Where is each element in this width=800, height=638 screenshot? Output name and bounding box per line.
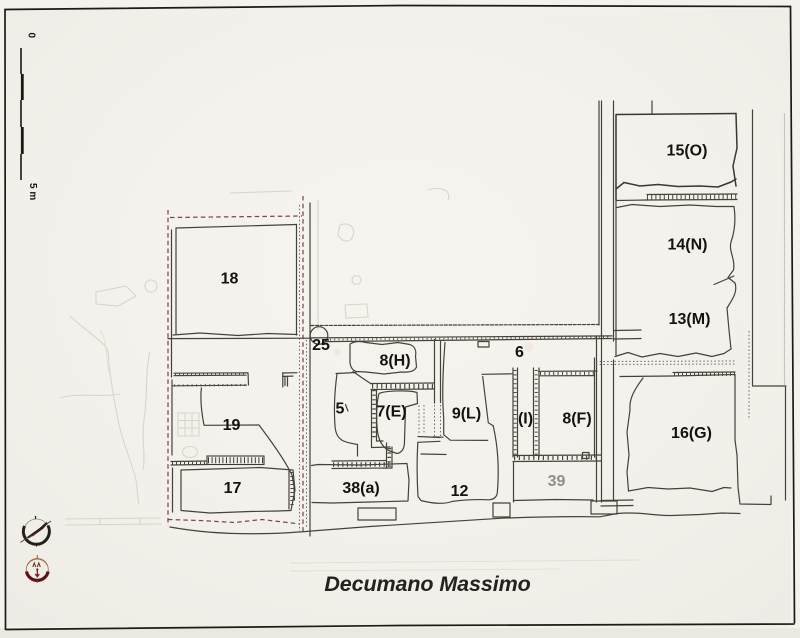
svg-text:5: 5 — [336, 401, 345, 418]
svg-text:38(a): 38(a) — [342, 480, 379, 497]
svg-text:19: 19 — [223, 417, 241, 434]
svg-text:8(H): 8(H) — [379, 353, 410, 370]
svg-text:13(M): 13(M) — [669, 311, 711, 328]
svg-text:(I): (I) — [518, 411, 533, 428]
svg-text:18: 18 — [221, 271, 239, 288]
svg-text:8(F): 8(F) — [562, 411, 591, 428]
svg-text:12: 12 — [451, 483, 469, 500]
svg-text:39: 39 — [548, 473, 566, 490]
svg-text:25: 25 — [312, 337, 330, 354]
svg-text:9(L): 9(L) — [452, 406, 481, 423]
svg-text:6: 6 — [515, 344, 524, 361]
svg-text:16(G): 16(G) — [671, 425, 712, 442]
svg-text:Decumano Massimo: Decumano Massimo — [324, 572, 530, 596]
svg-text:0: 0 — [26, 33, 37, 39]
svg-text:7(E): 7(E) — [376, 404, 406, 421]
svg-text:15(O): 15(O) — [667, 143, 708, 160]
svg-text:17: 17 — [224, 480, 242, 497]
svg-text:5 m: 5 m — [27, 183, 38, 200]
svg-text:14(N): 14(N) — [667, 237, 707, 254]
